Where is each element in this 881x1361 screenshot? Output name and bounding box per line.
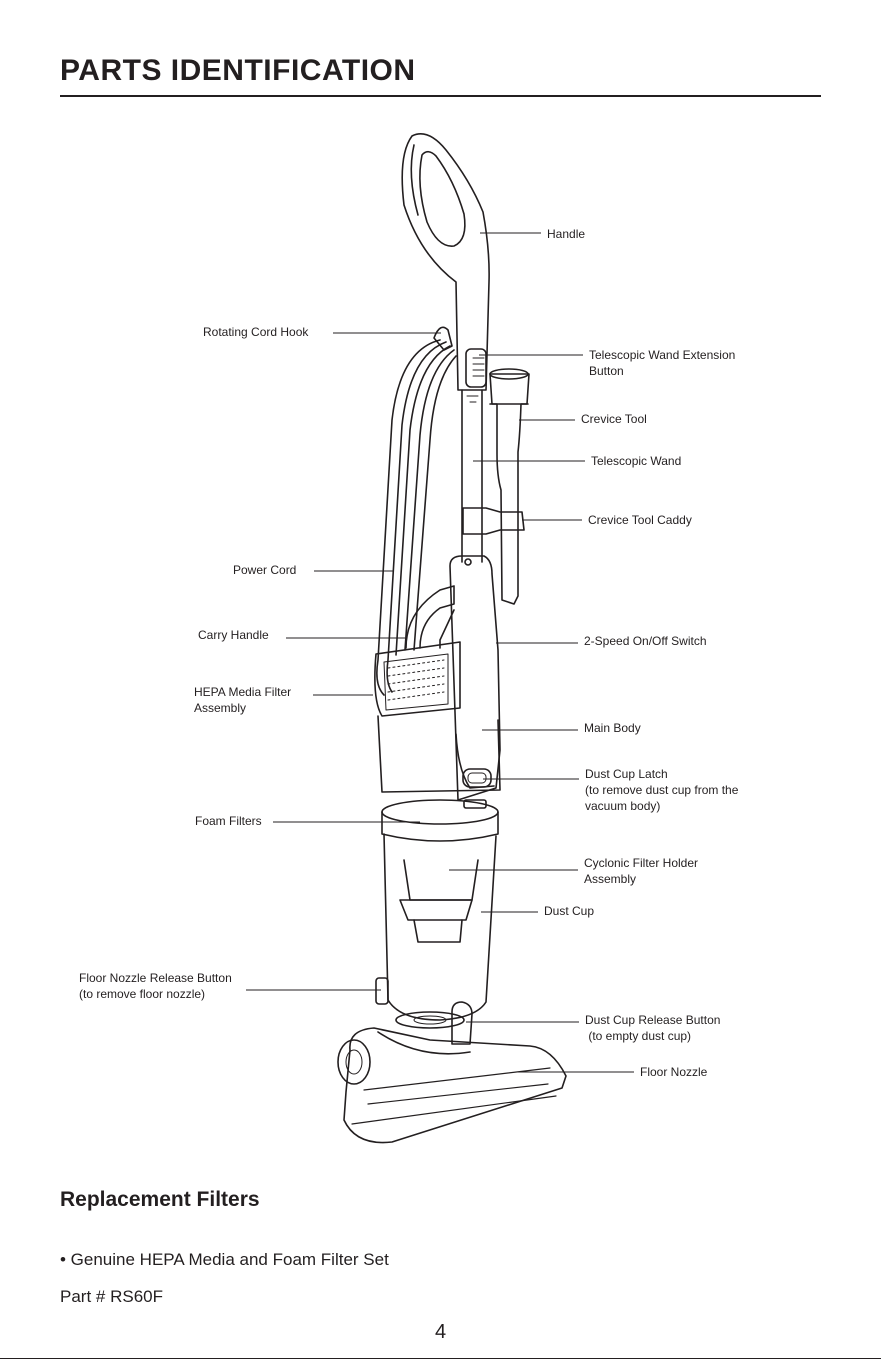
replacement-heading: Replacement Filters [60, 1188, 260, 1211]
label-floor-nozzle: Floor Nozzle [640, 1065, 708, 1079]
handle-shape [401, 133, 490, 391]
page-number: 4 [434, 1321, 447, 1343]
latch-shape [462, 768, 492, 788]
label-carry-handle: Carry Handle [198, 628, 269, 642]
label-rotating-cord-hook: Rotating Cord Hook [203, 325, 309, 339]
label-cyclonic-filter: Cyclonic Filter Holder Assembly [584, 856, 699, 886]
crevice-tool-shape [489, 373, 530, 605]
label-foam-filters: Foam Filters [195, 814, 262, 828]
label-dust-cup-latch: Dust Cup Latch (to remove dust cup from … [585, 767, 739, 813]
caddy-shape [462, 507, 525, 535]
release-button-shape [451, 1001, 473, 1045]
label-crevice-tool: Crevice Tool [581, 412, 647, 426]
replacement-bullet: • Genuine HEPA Media and Foam Filter Set [60, 1250, 389, 1269]
label-dust-cup-release: Dust Cup Release Button (to empty dust c… [585, 1013, 721, 1043]
cyclonic-holder-shape [403, 859, 479, 901]
label-main-body: Main Body [584, 721, 641, 735]
handle-grip-opening [419, 150, 466, 247]
label-dust-cup: Dust Cup [544, 904, 595, 918]
leader-lines [246, 232, 634, 1073]
wand-shape [461, 389, 483, 563]
page-title: PARTS IDENTIFICATION [60, 54, 416, 87]
label-crevice-tool-caddy: Crevice Tool Caddy [588, 513, 692, 527]
main-body-shape [377, 715, 501, 793]
label-telescopic-wand-button: Telescopic Wand Extension Button [589, 348, 736, 378]
bottom-rule [0, 1358, 881, 1359]
cord-hook-shape [433, 326, 453, 351]
hepa-filter-shape [374, 641, 461, 717]
wand-button-shape [465, 348, 487, 388]
label-handle: Handle [547, 227, 586, 241]
label-power-cord: Power Cord [233, 563, 297, 577]
label-hepa-filter: HEPA Media Filter Assembly [194, 685, 292, 715]
dust-cup-shape [383, 833, 497, 1021]
power-cord-shape [376, 339, 441, 696]
floor-nozzle-shape [343, 1027, 567, 1144]
upper-body-shape [449, 555, 501, 801]
foam-filter-shape [381, 799, 499, 825]
title-rule [60, 95, 821, 97]
label-on-off-switch: 2-Speed On/Off Switch [584, 634, 707, 648]
nozzle-release-shape [375, 977, 389, 1005]
vacuum-illustration [246, 133, 634, 1144]
part-number: Part # RS60F [60, 1287, 163, 1306]
label-floor-nozzle-release: Floor Nozzle Release Button (to remove f… [79, 971, 232, 1001]
label-telescopic-wand: Telescopic Wand [591, 454, 682, 468]
carry-handle-shape [405, 585, 455, 649]
